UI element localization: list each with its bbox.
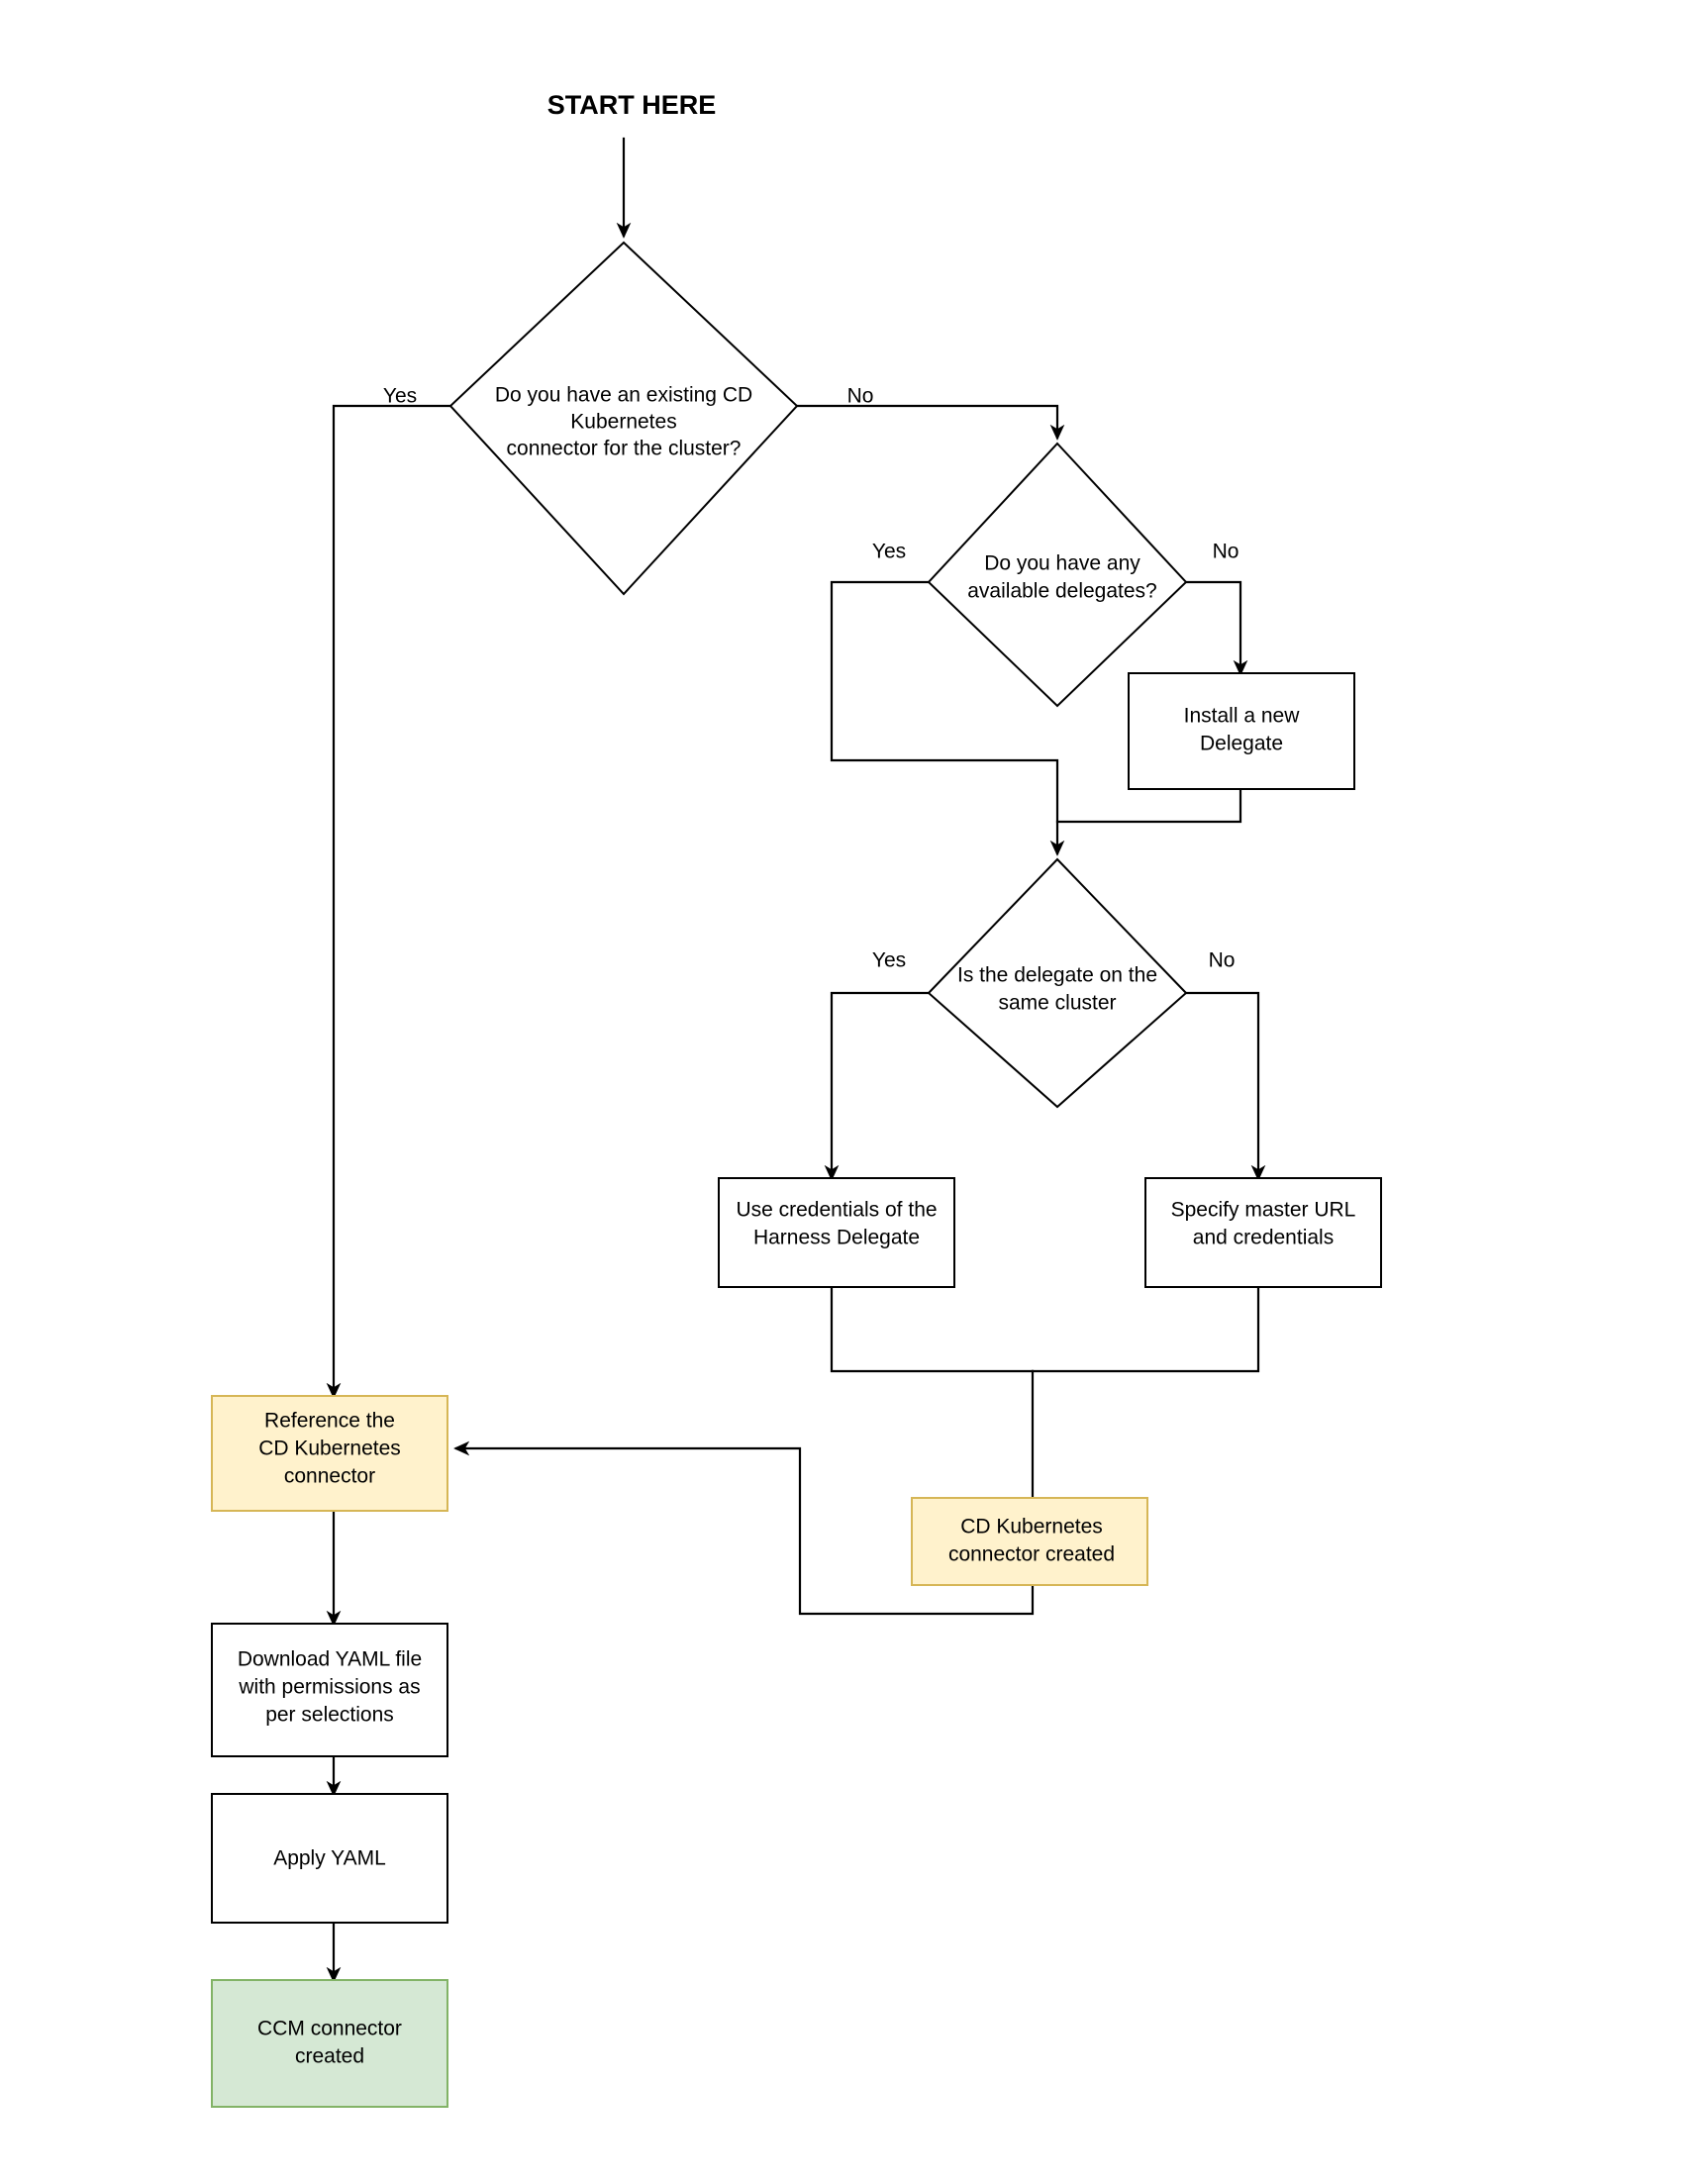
edge-same-cluster-yes-to-use-credentials: [824, 991, 931, 1181]
edge-cd-connector-created-to-reference: [453, 1440, 1035, 1616]
node-use-delegate-credentials-shape[interactable]: [718, 1177, 955, 1288]
edge-label-delegates-no: No: [1213, 541, 1239, 563]
edge-label-existing-yes: Yes: [383, 385, 417, 408]
decision-existing-connector-line2: Kubernetes: [570, 411, 676, 434]
node-reference-connector-line2: CD Kubernetes: [258, 1438, 401, 1460]
node-specify-master-url-line1: Specify master URL: [1171, 1199, 1356, 1222]
edge-label-delegates-yes: Yes: [872, 541, 906, 563]
node-specify-master-url-line2: and credentials: [1193, 1227, 1334, 1249]
decision-same-cluster-shape[interactable]: [927, 857, 1188, 1109]
node-apply-yaml-shape[interactable]: [211, 1793, 448, 1924]
edge-use-credentials-to-merge: [830, 1285, 1035, 1373]
edge-existing-no-to-delegates: [795, 404, 1065, 441]
decision-available-delegates-line2: available delegates?: [967, 580, 1156, 603]
decision-same-cluster-line2: same cluster: [998, 992, 1116, 1015]
edge-label-same-cluster-yes: Yes: [872, 949, 906, 972]
node-cd-connector-created-line2: connector created: [948, 1543, 1115, 1566]
node-download-yaml-line2: with permissions as: [238, 1676, 420, 1699]
node-apply-yaml-line1: Apply YAML: [273, 1847, 386, 1870]
node-install-delegate-shape[interactable]: [1128, 672, 1355, 790]
edge-label-existing-no: No: [847, 385, 874, 408]
decision-same-cluster-line1: Is the delegate on the: [957, 964, 1157, 987]
node-download-yaml-shape[interactable]: [211, 1623, 448, 1757]
node-use-delegate-credentials-line1: Use credentials of the: [736, 1199, 937, 1222]
edge-delegates-no-to-install: [1184, 580, 1248, 676]
edge-delegates-yes-to-same-cluster: [830, 580, 1065, 856]
node-ccm-connector-created-line2: created: [295, 2045, 364, 2068]
node-reference-connector-shape[interactable]: [211, 1395, 448, 1512]
node-ccm-connector-created-line1: CCM connector: [257, 2018, 402, 2040]
node-use-delegate-credentials-line2: Harness Delegate: [753, 1227, 920, 1249]
node-cd-connector-created-shape[interactable]: [911, 1497, 1148, 1586]
node-install-delegate-line2: Delegate: [1200, 733, 1283, 755]
edge-specify-url-to-merge: [1031, 1285, 1260, 1373]
node-cd-connector-created-line1: CD Kubernetes: [960, 1516, 1103, 1539]
node-ccm-connector-created-shape[interactable]: [211, 1979, 448, 2108]
edge-existing-yes-to-reference: [326, 404, 452, 1399]
edge-install-to-same-cluster: [1055, 787, 1242, 824]
start-here-label: START HERE: [547, 90, 717, 120]
edge-label-same-cluster-no: No: [1209, 949, 1236, 972]
decision-existing-connector-shape[interactable]: [448, 241, 799, 596]
decision-existing-connector-line3: connector for the cluster?: [507, 438, 742, 460]
node-specify-master-url-shape[interactable]: [1144, 1177, 1382, 1288]
node-download-yaml-line3: per selections: [265, 1704, 394, 1727]
decision-available-delegates-line1: Do you have any: [984, 552, 1140, 575]
node-download-yaml-line1: Download YAML file: [238, 1648, 422, 1671]
node-install-delegate-line1: Install a new: [1184, 705, 1301, 728]
node-reference-connector-line3: connector: [284, 1465, 375, 1488]
decision-available-delegates-shape[interactable]: [927, 442, 1188, 708]
node-reference-connector-line1: Reference the: [264, 1410, 395, 1433]
edge-same-cluster-no-to-specify-url: [1184, 991, 1266, 1181]
decision-existing-connector-line1: Do you have an existing CD: [495, 384, 752, 407]
